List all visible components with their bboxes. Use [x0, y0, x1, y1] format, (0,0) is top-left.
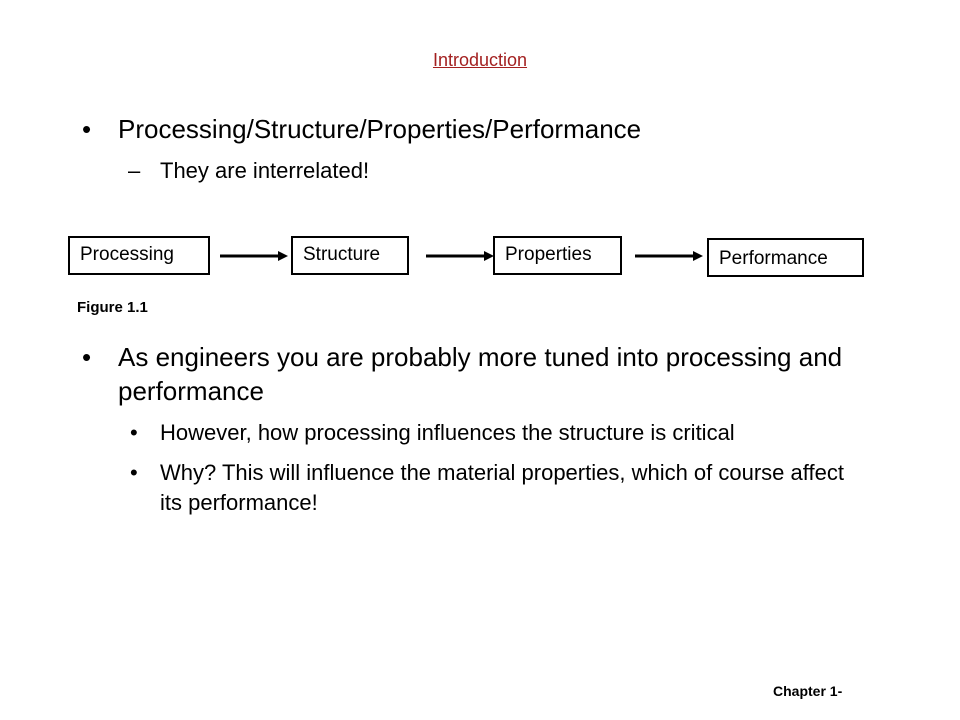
dash-marker: –	[128, 158, 141, 183]
box-performance: Performance	[707, 238, 864, 277]
box-structure: Structure	[291, 236, 409, 275]
bullet-marker: •	[130, 460, 138, 485]
bullet-marker: •	[82, 114, 92, 144]
sub-bullet-text: They are interrelated!	[160, 158, 370, 183]
sub-bullet-item: • However, how processing influences the…	[130, 418, 890, 448]
sub-bullet-item: • Why? This will influence the material …	[130, 458, 890, 518]
bullet-item: • As engineers you are probably more tun…	[82, 340, 882, 412]
footer-chapter-label: Chapter 1-	[773, 683, 843, 699]
bullet-text: Processing/Structure/Properties/Performa…	[118, 114, 642, 144]
figure-caption: Figure 1.1	[77, 299, 148, 316]
arrow-right-icon	[426, 251, 494, 261]
bullet-text: As engineers you are probably more tuned…	[118, 342, 843, 406]
bullet-item: • Processing/Structure/Properties/Perfor…	[82, 112, 882, 146]
bullet-marker: •	[82, 342, 92, 372]
box-properties: Properties	[493, 236, 622, 275]
sub-bullet-text: However, how processing influences the s…	[160, 420, 735, 445]
arrow-right-icon	[220, 251, 288, 261]
bullet-marker: •	[130, 420, 138, 445]
box-processing: Processing	[68, 236, 210, 275]
sub-bullet-text: Why? This will influence the material pr…	[160, 460, 844, 515]
slide-title: Introduction	[432, 50, 528, 70]
arrow-right-icon	[635, 251, 703, 261]
sub-bullet-item: – They are interrelated!	[128, 156, 628, 186]
